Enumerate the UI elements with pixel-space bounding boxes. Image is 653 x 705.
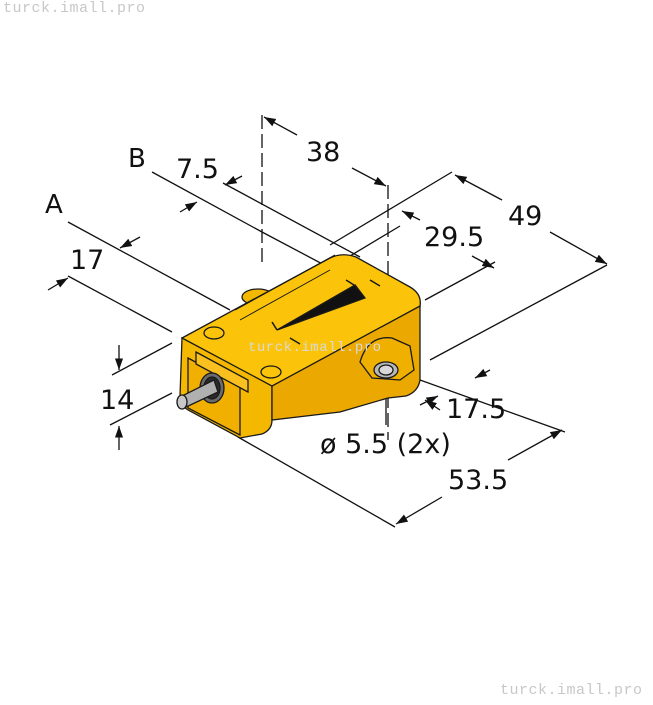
dimension-lines — [47, 115, 608, 528]
watermark-bottom: turck.imall.pro — [500, 682, 643, 699]
dimension-38: 38 — [306, 137, 341, 168]
dimension-29-5: 29.5 — [424, 222, 485, 253]
dimension-17-5: 17.5 — [446, 394, 507, 425]
dimension-53-5: 53.5 — [448, 465, 509, 496]
watermark-middle: turck.imall.pro — [248, 340, 382, 356]
dimension-hole-diameter: ø 5.5 (2x) — [320, 429, 451, 460]
reference-label-b: B — [128, 144, 146, 174]
dimension-14: 14 — [100, 385, 135, 416]
dimension-49: 49 — [508, 201, 543, 232]
sensor-body — [176, 254, 421, 439]
dimension-7-5: 7.5 — [176, 154, 219, 185]
reference-label-a: A — [45, 190, 63, 220]
dimension-17: 17 — [70, 245, 105, 276]
watermark-top: turck.imall.pro — [3, 0, 146, 17]
